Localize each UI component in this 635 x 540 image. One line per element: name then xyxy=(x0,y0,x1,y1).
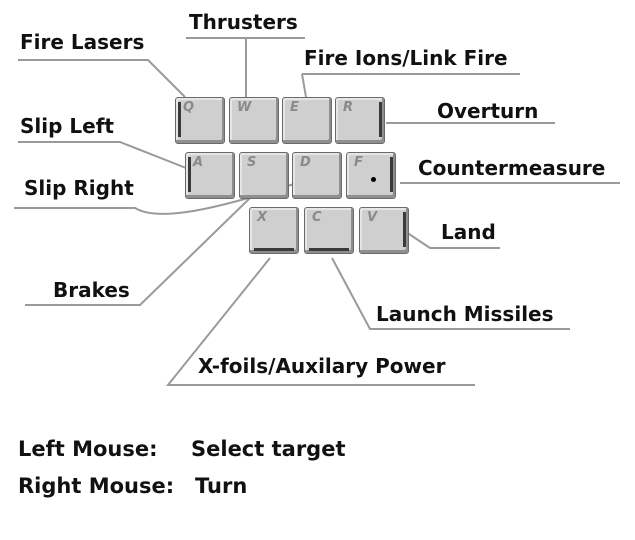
mouse-right-value: Turn xyxy=(195,474,248,498)
key-v-letter: V xyxy=(367,210,378,225)
leader-brakes xyxy=(25,197,251,306)
key-e[interactable]: E xyxy=(282,97,332,144)
label-fire-lasers: Fire Lasers xyxy=(20,30,145,54)
key-q[interactable]: Q xyxy=(175,97,225,144)
key-f-edge-mark xyxy=(390,157,393,192)
key-a-letter: A xyxy=(193,155,204,170)
label-slip-left: Slip Left xyxy=(20,114,114,138)
label-overturn: Overturn xyxy=(437,99,539,123)
label-fire-ions: Fire Ions/Link Fire xyxy=(304,46,508,70)
mouse-left-value: Select target xyxy=(191,437,346,461)
key-c-base-mark xyxy=(309,248,349,251)
label-countermeasure: Countermeasure xyxy=(418,156,606,180)
key-a-home-mark xyxy=(188,157,191,192)
key-x-letter: X xyxy=(257,210,268,225)
label-launch-missiles: Launch Missiles xyxy=(376,302,554,326)
label-slip-right: Slip Right xyxy=(24,176,134,200)
label-land: Land xyxy=(441,220,496,244)
key-d-letter: D xyxy=(300,155,311,170)
leader-land xyxy=(405,231,500,249)
key-w-letter: W xyxy=(237,100,252,115)
key-r-letter: R xyxy=(343,100,354,115)
leader-launch-missiles xyxy=(331,257,570,330)
mouse-left-row: Left Mouse: Select target xyxy=(18,437,346,461)
mouse-left-label: Left Mouse: xyxy=(18,437,158,461)
key-r[interactable]: R xyxy=(335,97,385,144)
key-v-edge-mark xyxy=(403,212,406,247)
leader-slip-left xyxy=(18,141,187,169)
key-d[interactable]: D xyxy=(292,152,342,199)
label-xfoils: X-foils/Auxilary Power xyxy=(198,354,446,378)
label-brakes: Brakes xyxy=(53,278,130,302)
mouse-right-row: Right Mouse: Turn xyxy=(18,474,247,498)
key-x-base-mark xyxy=(254,248,294,251)
key-c-letter: C xyxy=(312,210,322,225)
key-s-letter: S xyxy=(247,155,257,170)
mouse-right-label: Right Mouse: xyxy=(18,474,175,498)
key-a[interactable]: A xyxy=(185,152,235,199)
key-s[interactable]: S xyxy=(239,152,289,199)
key-f-bump-dot xyxy=(371,177,376,182)
key-f[interactable]: F xyxy=(346,152,396,199)
label-thrusters: Thrusters xyxy=(189,10,298,34)
key-e-letter: E xyxy=(290,100,299,115)
key-f-letter: F xyxy=(354,155,363,170)
key-c[interactable]: C xyxy=(304,207,354,254)
key-q-letter: Q xyxy=(183,100,195,115)
key-x[interactable]: X xyxy=(249,207,299,254)
key-w[interactable]: W xyxy=(229,97,279,144)
leader-xfoils xyxy=(165,257,475,386)
leader-fire-ions xyxy=(301,73,520,98)
key-r-edge-mark xyxy=(379,102,382,137)
leader-fire-lasers xyxy=(18,59,186,98)
key-q-home-mark xyxy=(178,102,181,137)
key-v[interactable]: V xyxy=(359,207,409,254)
leader-thrusters xyxy=(186,37,305,97)
